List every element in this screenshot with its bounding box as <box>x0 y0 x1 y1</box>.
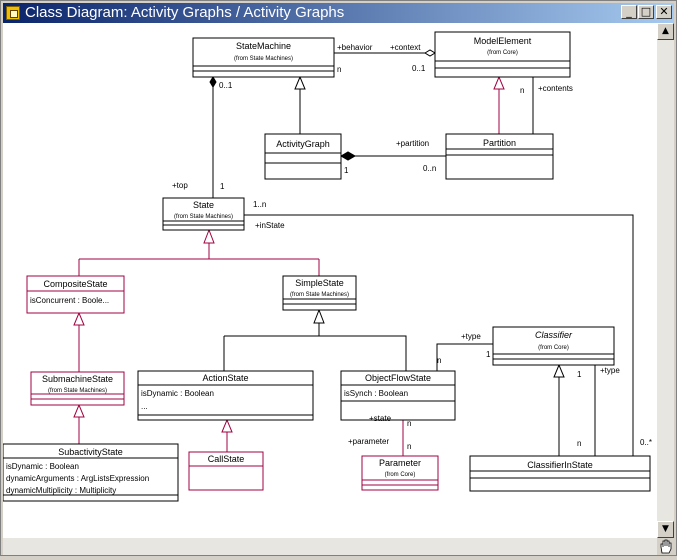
multiplicity-label: 1..n <box>253 200 266 209</box>
multiplicity-label: 1 <box>220 182 225 191</box>
class-package: (from State Machines) <box>174 214 233 220</box>
class-call-state[interactable]: CallState <box>188 451 264 491</box>
role-parameter: +parameter <box>348 437 389 446</box>
multiplicity-label: 0..1 <box>219 81 233 90</box>
class-partition[interactable]: Partition <box>445 133 554 180</box>
submachine-gen-arrow <box>73 311 85 326</box>
multiplicity-label: n <box>407 442 411 451</box>
activitygraph-generalization-arrow <box>294 75 306 90</box>
class-name: ObjectFlowState <box>365 373 431 383</box>
role-contents: +contents <box>538 84 573 93</box>
multiplicity-label: 1 <box>344 166 349 175</box>
class-name: CallState <box>208 454 245 464</box>
multiplicity-label: 1 <box>486 350 491 359</box>
class-state-machine[interactable]: StateMachine (from State Machines) <box>192 37 335 78</box>
simplestate-gen-bar2 <box>224 335 407 371</box>
minimize-button[interactable]: _ <box>621 5 637 19</box>
class-name: SimpleState <box>295 278 344 288</box>
state-generalization-arrow <box>203 228 215 244</box>
class-composite-state[interactable]: CompositeState isConcurrent : Boole... <box>26 275 125 314</box>
multiplicity-label: n <box>437 356 441 365</box>
class-name: StateMachine <box>236 41 291 51</box>
horizontal-scrollbar[interactable] <box>3 538 657 555</box>
maximize-button[interactable]: □ <box>638 5 654 19</box>
callstate-gen-arrow <box>221 418 233 433</box>
class-name: SubmachineState <box>42 374 113 384</box>
vertical-scrollbar[interactable]: ▲ ▼ <box>657 23 674 538</box>
class-package: (from State Machines) <box>234 56 293 62</box>
class-name: State <box>193 200 214 210</box>
multiplicity-label: n <box>407 419 411 428</box>
multiplicity-label: 0..1 <box>412 64 426 73</box>
subactivity-gen-arrow <box>73 403 85 418</box>
role-behavior: +behavior <box>337 43 373 52</box>
class-name: SubactivityState <box>58 447 123 457</box>
class-attribute: isSynch : Boolean <box>344 389 408 398</box>
class-package: (from Core) <box>487 50 518 56</box>
diagram-canvas[interactable]: StateMachine (from State Machines) Model… <box>3 23 657 538</box>
class-package: (from State Machines) <box>48 388 107 394</box>
context-aggregation-diamond <box>424 49 436 57</box>
class-classifier[interactable]: Classifier (from Core) <box>492 326 615 366</box>
simplestate-gen-arrow <box>313 308 325 324</box>
multiplicity-label: 1 <box>577 370 582 379</box>
role-top: +top <box>172 181 188 190</box>
partition-generalization-arrow <box>493 75 505 90</box>
classifierinstate-gen-arrow <box>553 363 565 378</box>
class-attribute: isDynamic : Boolean <box>141 389 214 398</box>
class-diagram: StateMachine (from State Machines) Model… <box>3 31 652 502</box>
multiplicity-label: 0..n <box>423 164 436 173</box>
multiplicity-label: n <box>520 86 524 95</box>
type-association <box>436 343 493 371</box>
role-type: +type <box>600 366 620 375</box>
class-simple-state[interactable]: SimpleState (from State Machines) <box>282 275 357 311</box>
class-classifier-in-state[interactable]: ClassifierInState <box>469 455 651 492</box>
multiplicity-label: 0..* <box>640 438 652 447</box>
window-title: Class Diagram: Activity Graphs / Activit… <box>25 4 345 21</box>
class-object-flow-state[interactable]: ObjectFlowState isSynch : Boolean <box>340 370 456 421</box>
scroll-up-button[interactable]: ▲ <box>657 23 674 40</box>
role-context: +context <box>390 43 421 52</box>
role-partition: +partition <box>396 139 429 148</box>
class-package: (from Core) <box>385 472 416 478</box>
role-type: +type <box>461 332 481 341</box>
class-subactivity-state[interactable]: SubactivityState isDynamic : Boolean dyn… <box>3 443 179 502</box>
role-instate: +inState <box>255 221 285 230</box>
class-package: (from Core) <box>538 345 569 351</box>
multiplicity-label: n <box>337 65 341 74</box>
role-state: +state <box>369 414 392 423</box>
hand-icon[interactable] <box>657 538 674 555</box>
class-package: (from State Machines) <box>290 292 349 298</box>
class-diagram-icon <box>6 6 20 20</box>
instate-association <box>244 214 634 456</box>
class-activity-graph[interactable]: ActivityGraph <box>264 133 342 180</box>
class-action-state[interactable]: ActionState isDynamic : Boolean ... <box>137 370 314 421</box>
class-submachine-state[interactable]: SubmachineState (from State Machines) <box>30 371 125 406</box>
class-name: ActivityGraph <box>276 139 330 149</box>
scroll-down-button[interactable]: ▼ <box>657 521 674 538</box>
class-attribute: dynamicArguments : ArgListsExpression <box>6 474 149 483</box>
class-attribute: ... <box>141 402 148 411</box>
class-name: ActionState <box>202 373 248 383</box>
close-button[interactable]: ✕ <box>656 5 672 19</box>
class-name: Partition <box>483 138 516 148</box>
class-attribute: isDynamic : Boolean <box>6 462 79 471</box>
class-name: Classifier <box>535 330 573 340</box>
class-parameter[interactable]: Parameter (from Core) <box>361 455 439 491</box>
class-name: ClassifierInState <box>527 460 593 470</box>
class-attribute: isConcurrent : Boole... <box>30 296 109 305</box>
top-composition-diamond <box>209 76 217 88</box>
class-attribute: dynamicMultiplicity : Multiplicity <box>6 486 116 495</box>
class-name: CompositeState <box>43 279 107 289</box>
title-bar[interactable]: Class Diagram: Activity Graphs / Activit… <box>3 3 674 23</box>
class-name: Parameter <box>379 458 421 468</box>
partition-composition-diamond <box>339 151 357 161</box>
class-state[interactable]: State (from State Machines) <box>162 197 245 231</box>
multiplicity-label: n <box>577 439 581 448</box>
class-name: ModelElement <box>474 36 532 46</box>
class-model-element[interactable]: ModelElement (from Core) <box>434 31 571 78</box>
